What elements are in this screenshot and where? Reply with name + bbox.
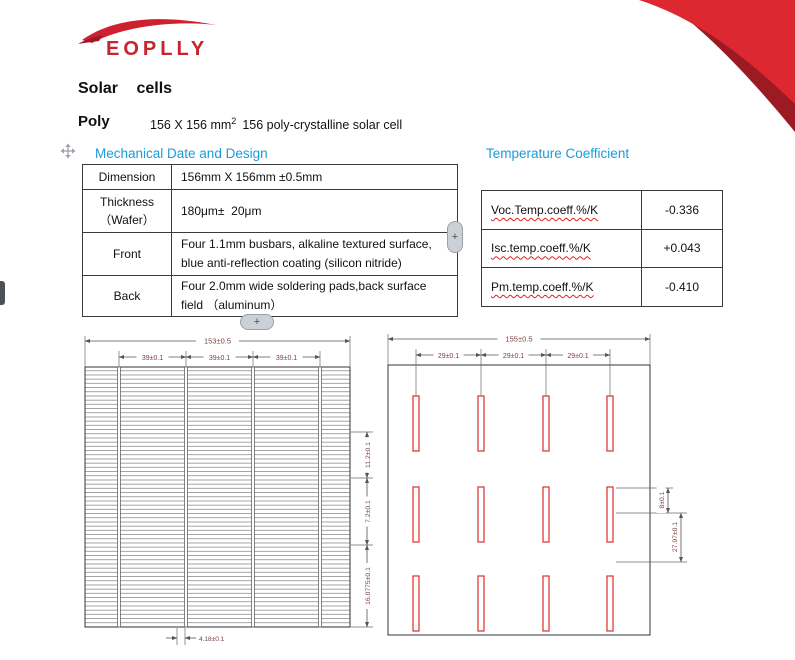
solder-pad <box>542 395 550 452</box>
solder-pad <box>606 486 614 543</box>
row-value-text: Four 2.0mm wide soldering pads,back surf… <box>181 279 427 293</box>
dimension-label: 27.97±0.1 <box>672 522 679 552</box>
dimension-label: 39±0.1 <box>276 355 297 362</box>
subtitle-superscript: 2 <box>231 116 237 126</box>
mechanical-section-heading: Mechanical Date and Design <box>95 146 268 161</box>
dimension-label: 16.0775±0.1 <box>365 567 372 605</box>
solder-pad <box>477 575 485 632</box>
solder-pad <box>606 575 614 632</box>
row-label: Dimension <box>83 165 172 189</box>
poly-label: Poly <box>78 113 110 130</box>
brand-logo: EOPLLY <box>76 12 246 72</box>
dimension-label: 11.2±0.1 <box>365 442 372 468</box>
table-row: Isc.temp.coeff.%/K +0.043 <box>482 228 722 268</box>
busbar <box>184 366 188 628</box>
temperature-table: Voc.Temp.coeff.%/K -0.336 Isc.temp.coeff… <box>481 190 723 307</box>
product-subtitle: 156 X 156 mm2 156 poly-crystalline solar … <box>150 116 402 132</box>
front-cell-drawing: 153±0.5 39±0.1 39±0.1 39±0.1 11.2±0.1 7.… <box>84 335 373 645</box>
row-label-text: Isc.temp.coeff.%/K <box>491 241 591 256</box>
solder-pad <box>542 575 550 632</box>
dimension-label: 155±0.5 <box>505 335 532 344</box>
corner-ribbon-graphic <box>639 0 795 132</box>
product-line: Poly 156 X 156 mm2 156 poly-crystalline s… <box>78 113 402 132</box>
logo-swoosh-icon <box>78 19 216 44</box>
solder-pad <box>477 486 485 543</box>
row-value: -0.410 <box>641 268 722 306</box>
row-value-text: Four 1.1mm busbars, alkaline textured su… <box>181 237 432 251</box>
dimension-label: 39±0.1 <box>142 355 163 362</box>
dimension-label: 7.2±0.1 <box>365 500 372 523</box>
row-label: Voc.Temp.coeff.%/K <box>482 191 641 229</box>
cell-outline <box>84 366 351 628</box>
solder-pads <box>412 395 614 632</box>
row-value: 180μm± 20μm <box>172 190 457 232</box>
row-label: Front <box>83 233 172 275</box>
dimension-label: 8±0.1 <box>659 491 666 508</box>
brand-name: EOPLLY <box>106 38 209 60</box>
row-label-text: Dimension <box>98 170 156 184</box>
row-value: 156mm X 156mm ±0.5mm <box>172 165 457 189</box>
table-row: Back Four 2.0mm wide soldering pads,back… <box>83 275 457 316</box>
row-value-text: blue anti-reflection coating (silicon ni… <box>181 256 402 270</box>
subtitle-size: 156 X 156 mm <box>150 118 232 133</box>
solder-pad <box>477 395 485 452</box>
busbar <box>117 366 121 628</box>
row-label-text: Back <box>113 289 141 303</box>
row-value: Four 2.0mm wide soldering pads,back surf… <box>172 276 457 316</box>
solder-pad <box>412 395 420 452</box>
table-row: Dimension 156mm X 156mm ±0.5mm <box>83 165 457 189</box>
row-label: Isc.temp.coeff.%/K <box>482 230 641 268</box>
row-value: +0.043 <box>641 229 722 267</box>
subtitle-description: 156 poly-crystalline solar cell <box>242 118 403 133</box>
dimension-label: 29±0.1 <box>567 353 588 360</box>
row-label-text: Front <box>112 247 141 261</box>
mechanical-table: Dimension 156mm X 156mm ±0.5mm Thickness… <box>82 164 458 317</box>
row-label-text: Voc.Temp.coeff.%/K <box>491 202 599 217</box>
row-value-text: 156mm X 156mm ±0.5mm <box>181 169 323 184</box>
dimension-label: 4.18±0.1 <box>199 636 225 643</box>
row-value-text: 180μm± 20μm <box>181 203 262 218</box>
row-label: Pm.temp.coeff.%/K <box>482 268 641 306</box>
solder-pad <box>542 486 550 543</box>
solder-pad <box>606 395 614 452</box>
solder-pad <box>412 575 420 632</box>
row-value-text: field （aluminum） <box>181 298 283 312</box>
row-label: Back <box>83 276 172 316</box>
resize-handle-horizontal[interactable]: + <box>240 314 274 330</box>
table-row: Front Four 1.1mm busbars, alkaline textu… <box>83 232 457 275</box>
row-value: -0.336 <box>641 191 722 229</box>
row-label-text: （Wafer） <box>99 213 155 227</box>
move-handle-icon[interactable] <box>60 143 76 159</box>
dimension-label: 39±0.1 <box>209 355 230 362</box>
table-row: Voc.Temp.coeff.%/K -0.336 <box>482 191 722 229</box>
edge-handle[interactable] <box>0 281 5 305</box>
back-cell-drawing: 155±0.5 29±0.1 29±0.1 29±0.1 <box>387 333 687 636</box>
row-label-text: Thickness <box>99 195 155 209</box>
dimension-label: 29±0.1 <box>438 353 459 360</box>
dimension-label: 153±0.5 <box>204 337 231 346</box>
cell-outline <box>387 364 651 636</box>
plus-icon: + <box>253 315 261 328</box>
dimension-label: 29±0.1 <box>503 353 524 360</box>
row-value: Four 1.1mm busbars, alkaline textured su… <box>172 233 457 275</box>
busbar <box>251 366 255 628</box>
plus-icon: + <box>451 230 459 243</box>
temperature-section-heading: Temperature Coefficient <box>486 146 630 161</box>
busbar <box>318 366 322 628</box>
resize-handle-vertical[interactable]: + <box>447 221 463 253</box>
row-label: Thickness （Wafer） <box>83 190 172 232</box>
page-title: Solar cells <box>78 80 173 97</box>
row-label-text: Pm.temp.coeff.%/K <box>491 279 594 294</box>
solder-pad <box>412 486 420 543</box>
table-row: Thickness （Wafer） 180μm± 20μm <box>83 189 457 232</box>
table-row: Pm.temp.coeff.%/K -0.410 <box>482 267 722 306</box>
